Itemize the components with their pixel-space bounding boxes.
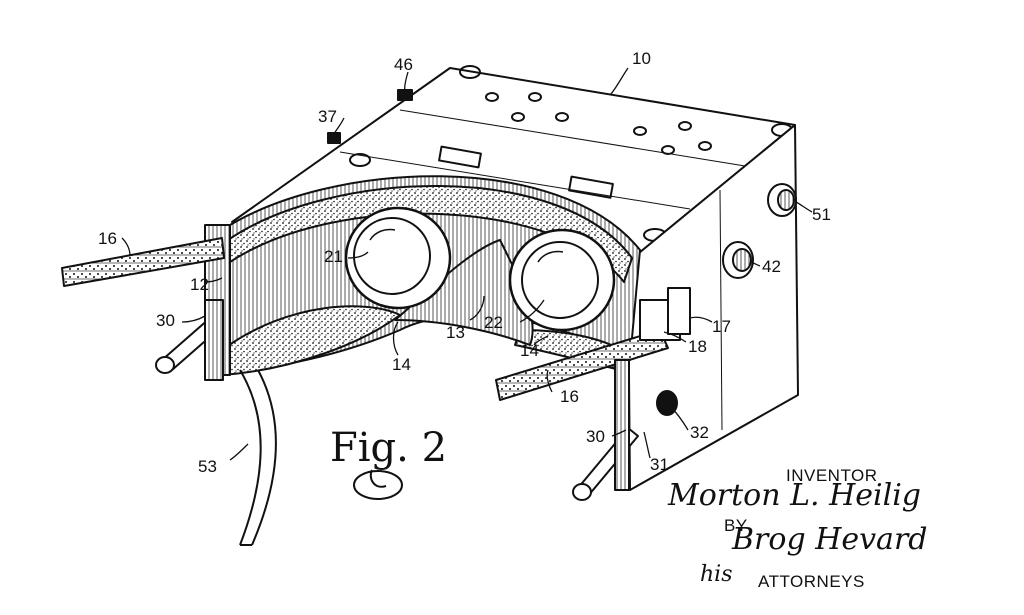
attorneys-heading: ATTORNEYS xyxy=(758,572,865,591)
ref-32: 32 xyxy=(690,423,709,442)
ref-10: 10 xyxy=(632,49,651,68)
handle-left xyxy=(155,299,224,381)
ref-51: 51 xyxy=(812,205,831,224)
buckle xyxy=(639,287,691,341)
fig-flourish xyxy=(353,469,403,500)
ref-21: 21 xyxy=(324,247,343,266)
lens-left xyxy=(344,206,452,310)
ref-30-left: 30 xyxy=(156,311,175,330)
inventor-heading: INVENTOR xyxy=(786,466,878,485)
ref-18: 18 xyxy=(688,337,707,356)
ref-42: 42 xyxy=(762,257,781,276)
leader-lines xyxy=(121,67,813,461)
ref-37: 37 xyxy=(318,107,337,126)
ref-31: 31 xyxy=(650,455,669,474)
strap-right xyxy=(495,329,669,401)
by-label: BY xyxy=(724,516,748,535)
attorney-prefix: his xyxy=(700,562,733,587)
ref-14-left: 14 xyxy=(392,355,411,374)
ref-46: 46 xyxy=(394,55,413,74)
strap-left xyxy=(61,237,225,287)
lens-right xyxy=(508,228,616,332)
ref-12: 12 xyxy=(190,275,209,294)
handle-right xyxy=(572,359,639,501)
ref-22: 22 xyxy=(484,313,503,332)
ref-16-right: 16 xyxy=(560,387,579,406)
ref-53: 53 xyxy=(198,457,217,476)
ref-16-left: 16 xyxy=(98,229,117,248)
knob-51 xyxy=(767,183,797,217)
attorney-signature: Brog Hevard xyxy=(732,522,928,557)
knob-32 xyxy=(656,390,678,416)
knob-42 xyxy=(722,241,754,279)
reference-numerals: 10 12 13 14 14 16 16 16 17 18 21 22 30 3… xyxy=(98,49,831,476)
knob-37 xyxy=(327,132,341,144)
ref-17: 17 xyxy=(712,317,731,336)
ref-30-right: 30 xyxy=(586,427,605,446)
inventor-signature: Morton L. Heilig xyxy=(668,478,921,513)
cable-53 xyxy=(239,369,277,546)
ref-14-right: 14 xyxy=(520,341,539,360)
ref-13: 13 xyxy=(446,323,465,342)
figure-label: Fig. 2 xyxy=(330,425,448,471)
